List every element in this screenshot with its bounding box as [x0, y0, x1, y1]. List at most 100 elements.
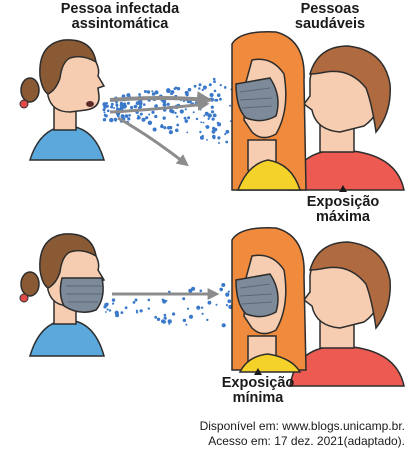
droplet: [225, 129, 230, 134]
droplet: [227, 299, 232, 304]
droplet: [128, 114, 131, 117]
infected-label-line2: assintomática: [71, 16, 169, 32]
droplet: [194, 101, 198, 104]
droplet: [139, 112, 143, 116]
droplet: [199, 108, 202, 111]
airflow-arrow: [117, 116, 189, 167]
droplet: [154, 315, 158, 319]
droplet: [176, 123, 180, 127]
source-line2: Acesso em: 17 dez. 2021(adaptado).: [208, 434, 405, 448]
droplet: [221, 283, 226, 287]
droplet: [161, 319, 165, 324]
droplet: [163, 313, 167, 317]
droplet: [139, 105, 143, 109]
droplet: [186, 307, 190, 310]
droplet: [130, 105, 134, 110]
droplet: [102, 102, 107, 107]
droplet: [152, 127, 157, 132]
exposure-max-label: Exposição máxima: [293, 195, 393, 225]
droplet: [112, 302, 115, 305]
droplet: [229, 104, 232, 107]
droplet: [207, 113, 212, 118]
droplet: [213, 80, 216, 83]
droplet: [170, 126, 173, 129]
droplet: [196, 305, 201, 310]
droplet: [187, 116, 191, 120]
droplet: [191, 286, 196, 291]
exposure-min-pointer: [254, 368, 262, 375]
droplet: [175, 128, 179, 133]
droplet: [151, 90, 154, 93]
exposure-max-pointer: [339, 185, 347, 192]
droplet: [214, 98, 217, 102]
droplet: [207, 300, 212, 305]
droplet: [213, 127, 218, 132]
droplet: [135, 309, 138, 312]
droplet: [221, 323, 226, 328]
droplet: [141, 117, 146, 122]
droplet: [105, 311, 107, 313]
droplet: [161, 298, 164, 301]
healthy-label-line2: saudáveis: [294, 16, 366, 32]
droplet: [217, 122, 222, 127]
droplet: [202, 121, 205, 124]
droplet: [225, 304, 229, 307]
droplet: [215, 303, 218, 306]
droplet: [206, 139, 208, 141]
droplet: [210, 110, 215, 114]
droplet: [212, 134, 216, 139]
droplet: [199, 130, 202, 134]
droplet: [154, 104, 158, 108]
droplet: [174, 111, 177, 115]
droplet: [117, 114, 120, 118]
droplet: [111, 298, 116, 302]
exposure-min-label: Exposição mínima: [208, 376, 308, 406]
droplet: [186, 131, 189, 134]
droplet: [113, 107, 115, 109]
droplet: [223, 86, 227, 89]
droplet: [172, 312, 176, 316]
source-credit: Disponível em: www.blogs.unicamp.br. Ace…: [200, 419, 405, 449]
droplet: [208, 83, 212, 87]
exposure-min-line2: mínima: [232, 390, 284, 406]
droplet: [173, 87, 176, 90]
droplet: [151, 110, 155, 114]
droplet: [166, 102, 170, 106]
droplet: [162, 102, 167, 107]
droplet: [200, 121, 203, 124]
droplet: [184, 108, 187, 111]
droplet: [102, 108, 106, 112]
droplet: [165, 299, 168, 302]
droplet: [199, 289, 203, 293]
droplet: [147, 298, 151, 302]
droplet: [168, 130, 173, 135]
droplet: [156, 317, 161, 321]
droplet: [185, 323, 188, 326]
droplet: [115, 101, 118, 104]
infected-label-line1: Pessoa infectada: [60, 1, 180, 17]
droplet: [151, 92, 156, 96]
droplet: [225, 292, 230, 297]
droplet: [138, 93, 142, 96]
droplet: [219, 84, 222, 87]
droplet: [201, 134, 204, 138]
droplet: [115, 313, 120, 318]
droplet: [102, 118, 107, 122]
droplet: [218, 142, 220, 144]
droplet: [171, 109, 175, 114]
droplet: [139, 309, 143, 313]
droplet: [104, 302, 109, 307]
droplet: [198, 87, 201, 90]
droplet: [201, 312, 204, 315]
healthy-woman-masked-bottom: [231, 227, 307, 373]
exposure-max-line1: Exposição: [306, 194, 380, 210]
droplet: [154, 90, 159, 95]
droplet: [138, 101, 143, 106]
droplet: [209, 92, 214, 98]
droplet: [162, 116, 166, 120]
droplet: [219, 97, 222, 101]
droplet: [195, 117, 199, 121]
droplet: [147, 307, 150, 310]
droplet: [176, 115, 179, 118]
droplet: [212, 113, 217, 118]
